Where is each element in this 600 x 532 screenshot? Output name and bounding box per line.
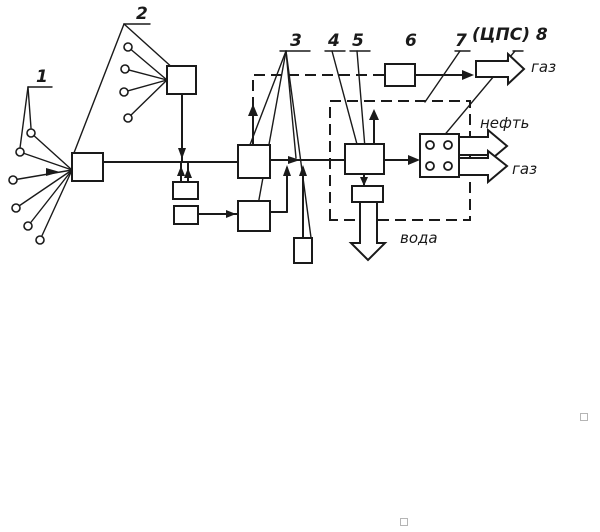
leader-lines [19,23,524,246]
gas-top-arrow [475,51,526,87]
pump-block [293,237,313,264]
label-3: 3 [290,31,302,51]
flow-arrow [177,166,185,176]
heater-block [237,200,271,232]
collector-2 [166,65,197,95]
dosing-block [173,205,199,225]
flow-arrow [184,168,192,178]
flow-arrow [408,155,420,165]
flow-arrow [462,70,474,80]
collector-1 [71,152,104,182]
well-marker [120,64,130,74]
label-5: 5 [352,31,364,51]
flow-arrow [283,165,291,176]
gas-right-label: газ [512,160,537,178]
label-2: 2 [136,4,148,24]
flow-arrow [226,210,236,218]
flow-arrow [248,104,258,116]
oil-label: нефть [480,114,529,132]
well-marker [35,235,45,245]
well-marker [11,203,21,213]
number-labels: 1 2 3 4 5 6 7 (ЦПС) 8 [36,4,548,87]
label-7: 7 [455,31,467,51]
oil-arrow [458,127,509,165]
facility-dot [443,140,453,150]
label-8: (ЦПС) 8 [472,25,548,45]
well-group-2 [119,42,168,123]
label-1: 1 [36,67,48,87]
flow-arrow [178,148,186,159]
gas-plant [384,63,416,87]
gas-top-label: газ [531,58,556,76]
product-labels: газ нефть газ вода [400,58,556,247]
flow-arrow [46,168,60,176]
separator-2 [344,143,385,175]
main-pipeline [102,74,463,239]
flow-arrow [369,109,379,120]
well-marker [23,221,33,231]
water-settler [351,185,384,203]
well-marker [123,113,133,123]
well-group-1 [8,128,73,245]
label-4: 4 [327,31,340,51]
well-marker [123,42,133,52]
flow-arrow [360,177,368,186]
product-arrows [348,51,526,262]
meter-block [172,181,199,200]
well-marker [26,128,36,138]
gas-collection-lines [252,70,474,221]
label-6: 6 [405,31,417,51]
well-marker [119,87,129,97]
separator-1 [237,144,271,179]
water-label: вода [400,229,438,247]
facility-dot [425,161,435,171]
flow-arrow [299,165,307,176]
well-marker [15,147,25,157]
gas-right-arrow [458,148,509,185]
water-arrow [348,201,388,262]
well-marker [8,175,18,185]
flow-arrow [288,156,300,164]
scan-marker [400,518,408,526]
central-facility-8 [419,133,460,178]
facility-dot [425,140,435,150]
scan-marker [580,413,588,421]
facility-dot [443,161,453,171]
